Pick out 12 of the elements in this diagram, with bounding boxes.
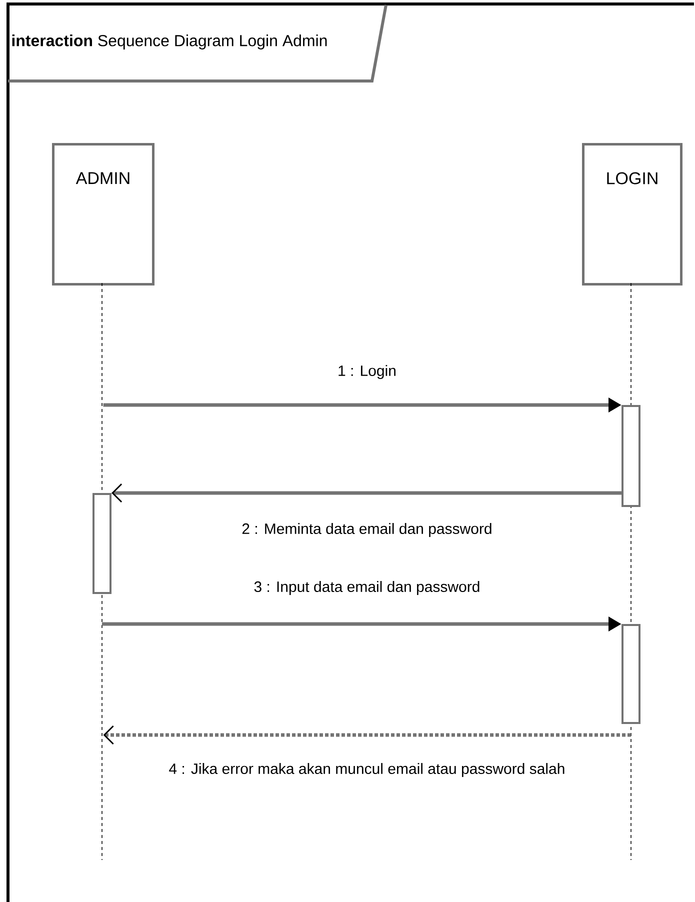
- message-arrow: [112, 483, 622, 503]
- activation-bar: [622, 624, 640, 724]
- message-label: 3 : Input data email dan password: [254, 581, 480, 595]
- participant-box: LOGIN: [582, 143, 682, 286]
- message-arrow: [103, 725, 631, 745]
- message-label: 2 : Meminta data email dan password: [242, 523, 492, 537]
- participant-box: ADMIN: [52, 143, 154, 286]
- activation-bar: [622, 405, 640, 507]
- activation-bar: [92, 493, 112, 594]
- frame-title: interaction Sequence Diagram Login Admin: [12, 34, 327, 50]
- message-label: 4 : Jika error maka akan muncul email atau password salah: [169, 763, 564, 777]
- message-label: 1 : Login: [338, 365, 396, 379]
